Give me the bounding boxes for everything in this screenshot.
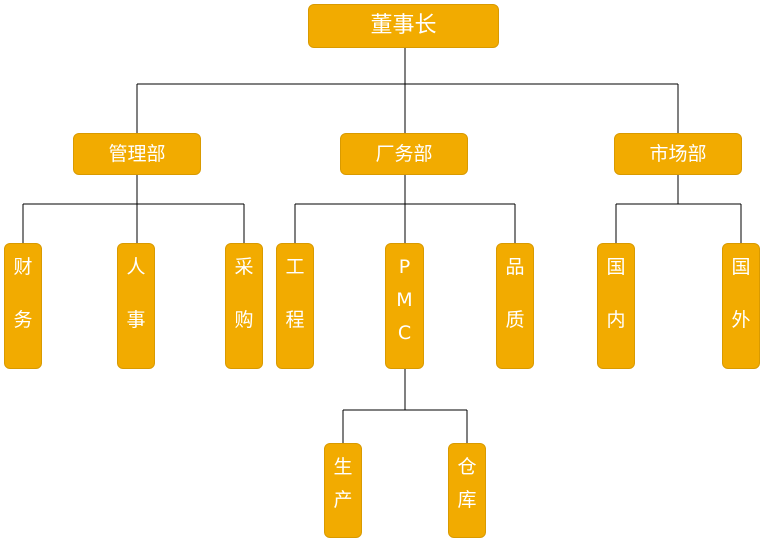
node-quality-char: 品 [505,256,525,278]
node-dept-management[interactable]: 管理部 [73,133,201,175]
node-engineering-char: 工 [285,256,305,278]
node-dept-market-label: 市场部 [649,142,707,165]
node-quality-char: 质 [505,309,525,331]
node-overseas-char: 国 [731,256,751,278]
node-overseas[interactable]: 国外 [722,243,760,369]
node-domestic-char: 内 [606,309,626,331]
node-production-char: 产 [333,489,353,511]
node-dept-market[interactable]: 市场部 [614,133,742,175]
node-purchasing-char: 采 [234,256,254,278]
node-production[interactable]: 生产 [324,443,362,538]
node-hr-char: 人 [126,256,146,278]
node-pmc-char: P [398,256,411,278]
node-finance-char: 财 [13,256,33,278]
node-engineering[interactable]: 工程 [276,243,314,369]
node-pmc-char: M [396,289,413,311]
node-domestic-char: 国 [606,256,626,278]
node-purchasing[interactable]: 采购 [225,243,263,369]
node-dept-factory[interactable]: 厂务部 [340,133,468,175]
node-warehouse-char: 仓 [457,456,477,478]
node-hr[interactable]: 人事 [117,243,155,369]
node-pmc-char: C [397,322,412,344]
node-dept-management-label: 管理部 [108,142,166,165]
node-purchasing-char: 购 [234,309,254,331]
node-warehouse[interactable]: 仓库 [448,443,486,538]
node-finance-char: 务 [13,309,33,331]
node-overseas-char: 外 [731,309,751,331]
node-hr-char: 事 [126,309,146,331]
node-dept-factory-label: 厂务部 [375,142,433,165]
node-chairman-label: 董事长 [370,13,437,38]
node-warehouse-char: 库 [457,489,477,511]
node-quality[interactable]: 品质 [496,243,534,369]
node-chairman[interactable]: 董事长 [308,4,499,48]
node-engineering-char: 程 [285,309,305,331]
node-domestic[interactable]: 国内 [597,243,635,369]
node-production-char: 生 [333,456,353,478]
node-finance[interactable]: 财务 [4,243,42,369]
